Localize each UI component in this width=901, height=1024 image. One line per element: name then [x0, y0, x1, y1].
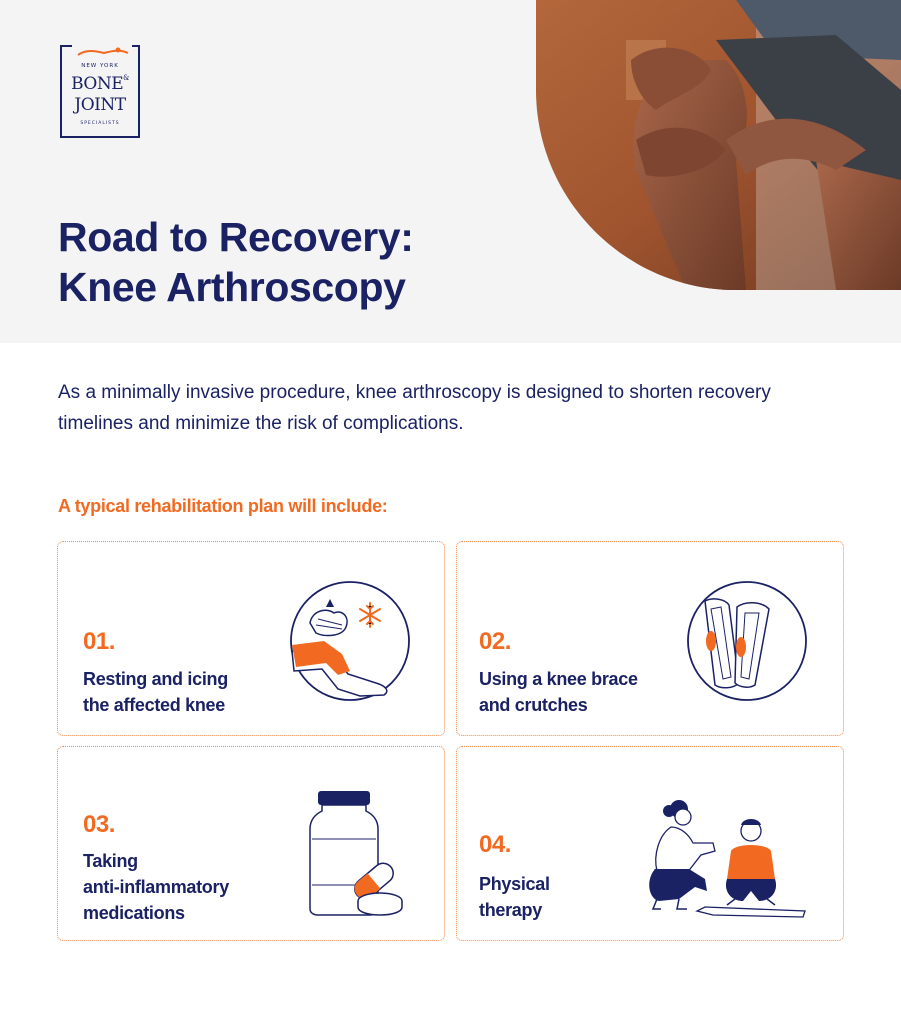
step-card-2: 02. Using a knee brace and crutches	[456, 541, 844, 736]
step-text: Taking anti-inflammatory medications	[83, 851, 229, 923]
title-line-1: Road to Recovery:	[58, 214, 414, 260]
step-card-3: 03. Taking anti-inflammatory medications	[57, 746, 445, 941]
brand-logo[interactable]: NEW YORK BONE& JOINT SPECIALISTS	[60, 45, 140, 138]
step-number: 01.	[83, 628, 115, 655]
step-number: 03.	[83, 811, 115, 838]
brand-line-newyork: NEW YORK	[81, 63, 119, 69]
step-text: Using a knee brace and crutches	[479, 669, 638, 715]
hero-section: NEW YORK BONE& JOINT SPECIALISTS Road to…	[0, 0, 901, 343]
brand-line-joint: JOINT	[74, 95, 126, 115]
step-card-4: 04. Physical therapy	[456, 746, 844, 941]
step-card-1: 01. Resting and icing the affected knee	[57, 541, 445, 736]
page-title: Road to Recovery: Knee Arthroscopy	[58, 212, 414, 312]
step-text: Resting and icing the affected knee	[83, 669, 228, 715]
physical-therapy-icon	[649, 800, 806, 918]
title-line-2: Knee Arthroscopy	[58, 264, 406, 310]
intro-paragraph: As a minimally invasive procedure, knee …	[58, 382, 771, 434]
reclining-figure-icon	[72, 45, 132, 61]
plan-heading: A typical rehabilitation plan will inclu…	[58, 496, 388, 516]
step-text: Physical therapy	[479, 874, 550, 920]
medication-bottle-icon	[309, 791, 403, 916]
brand-line-bone: BONE&	[71, 74, 129, 94]
step-number: 04.	[479, 831, 511, 858]
ice-pack-leg-icon	[290, 581, 410, 701]
brand-line-specialists: SPECIALISTS	[80, 121, 120, 126]
knee-pain-photo	[536, 0, 901, 290]
knee-brace-icon	[687, 581, 807, 701]
step-number: 02.	[479, 628, 511, 655]
